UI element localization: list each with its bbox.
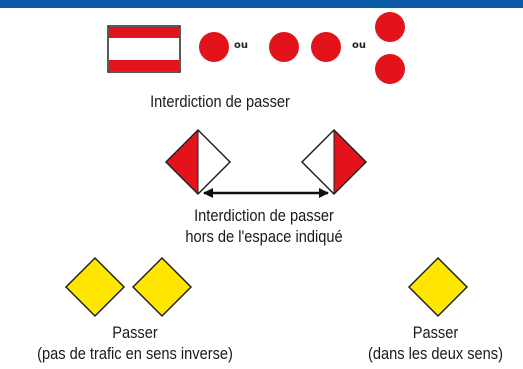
header-bar [0, 0, 523, 8]
label-pass-one-way-line1: Passer [112, 323, 158, 342]
label-pass-one-way-line2: (pas de trafic en sens inverse) [37, 344, 233, 363]
yellow-diamond-1 [64, 256, 126, 318]
label-no-passage-outside-line2: hors de l'espace indiqué [185, 227, 343, 246]
red-light-vertical-bottom [375, 54, 405, 84]
red-light-pair-left [269, 32, 299, 62]
red-light-vertical-top [375, 12, 405, 42]
red-light-pair-right [311, 32, 341, 62]
diamond-red-left [164, 128, 232, 196]
diamond-red-right [300, 128, 368, 196]
label-pass-both-ways-line1: Passer [412, 323, 459, 342]
label-no-passage-outside-line1: Interdiction de passer [194, 206, 334, 225]
red-white-red-panel [107, 25, 181, 73]
or-word-2: ou [352, 40, 366, 51]
or-word-1: ou [234, 40, 248, 51]
yellow-diamond-2 [131, 256, 193, 318]
yellow-diamond-3 [407, 256, 469, 318]
label-no-passage: Interdiction de passer [150, 92, 290, 111]
red-light-single [199, 32, 229, 62]
label-pass-both-ways-line2: (dans les deux sens) [368, 344, 503, 363]
